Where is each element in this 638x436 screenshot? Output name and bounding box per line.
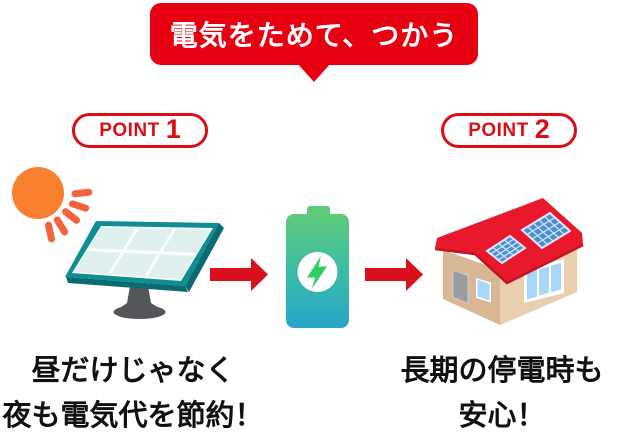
caption-left-line-1: 昼だけじゃなく: [31, 355, 235, 387]
point-2-badge: POINT 2: [441, 113, 577, 148]
caption-right-line-2: 安心！: [458, 399, 546, 432]
point-1-number: 1: [165, 113, 181, 144]
caption-left: 昼だけじゃなく 夜も電気代を節約！: [0, 349, 266, 436]
house-icon: [434, 198, 584, 325]
house-left-wall: [443, 250, 500, 325]
point-2-number: 2: [534, 113, 550, 144]
speech-bubble-text: 電気をためて、つかう: [169, 20, 459, 51]
caption-right-line-1: 長期の停電時も: [400, 355, 604, 387]
arrow-right-icon: [210, 258, 268, 291]
sun-icon: [12, 167, 93, 243]
point-1-label: POINT: [99, 119, 160, 141]
house-front-window: [527, 262, 561, 300]
caption-left-line-2: 夜も電気代を節約！: [2, 399, 264, 432]
roof-solar-panel-right: [520, 211, 572, 250]
speech-bubble: 電気をためて、つかう: [150, 3, 478, 65]
point-2-label: POINT: [468, 119, 529, 141]
lightning-bolt-icon: [307, 256, 327, 289]
point-1-badge: POINT 1: [72, 113, 208, 148]
arrow-right-icon: [365, 258, 423, 291]
solar-panel-icon: [65, 221, 224, 319]
battery-icon: [286, 206, 349, 328]
house-side-window: [477, 279, 490, 301]
house-door: [453, 271, 468, 303]
caption-right: 長期の停電時も 安心！: [384, 349, 620, 436]
speech-bubble-tail: [297, 63, 331, 82]
roof-solar-panel-left: [485, 234, 527, 265]
